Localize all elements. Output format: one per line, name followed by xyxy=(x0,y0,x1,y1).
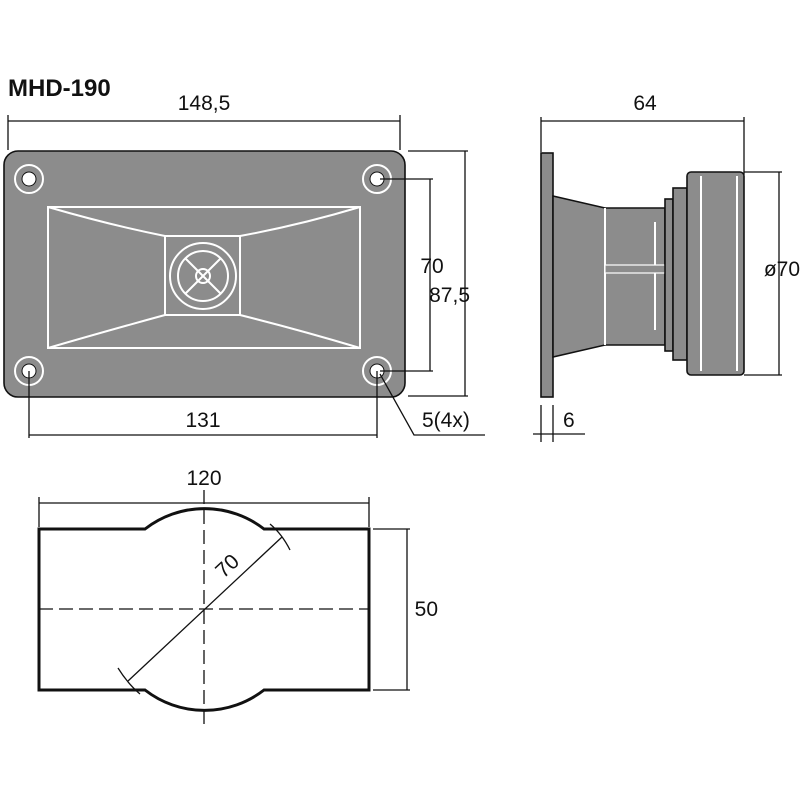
side-view: 64 ø70 6 xyxy=(533,92,800,442)
magnet-diameter-label: ø70 xyxy=(764,258,800,281)
hole-spacing-horizontal-label: 131 xyxy=(185,409,220,432)
diameter-line xyxy=(127,536,283,682)
mounting-hole-tl xyxy=(14,164,44,194)
flange xyxy=(540,152,554,398)
flange-thickness-label: 6 xyxy=(563,409,575,432)
plate-height-label: 87,5 xyxy=(429,284,470,307)
hole-size-label: 5(4x) xyxy=(422,409,470,432)
magnet xyxy=(686,171,745,376)
depth-label: 64 xyxy=(633,92,657,115)
cutout-view: 120 70 50 xyxy=(37,467,438,725)
terminal xyxy=(604,264,666,274)
mounting-hole-tr xyxy=(362,164,392,194)
cutout-width-label: 120 xyxy=(186,467,221,490)
front-width-label: 148,5 xyxy=(178,92,231,115)
hole-spacing-vertical-label: 70 xyxy=(420,255,443,278)
cutout-outline xyxy=(37,507,371,712)
horn-throat xyxy=(164,235,241,316)
cutout-height-label: 50 xyxy=(415,598,438,621)
horn-body xyxy=(552,194,666,359)
front-view: 148,5 70 xyxy=(3,92,485,438)
model-title: MHD-190 xyxy=(8,75,111,102)
